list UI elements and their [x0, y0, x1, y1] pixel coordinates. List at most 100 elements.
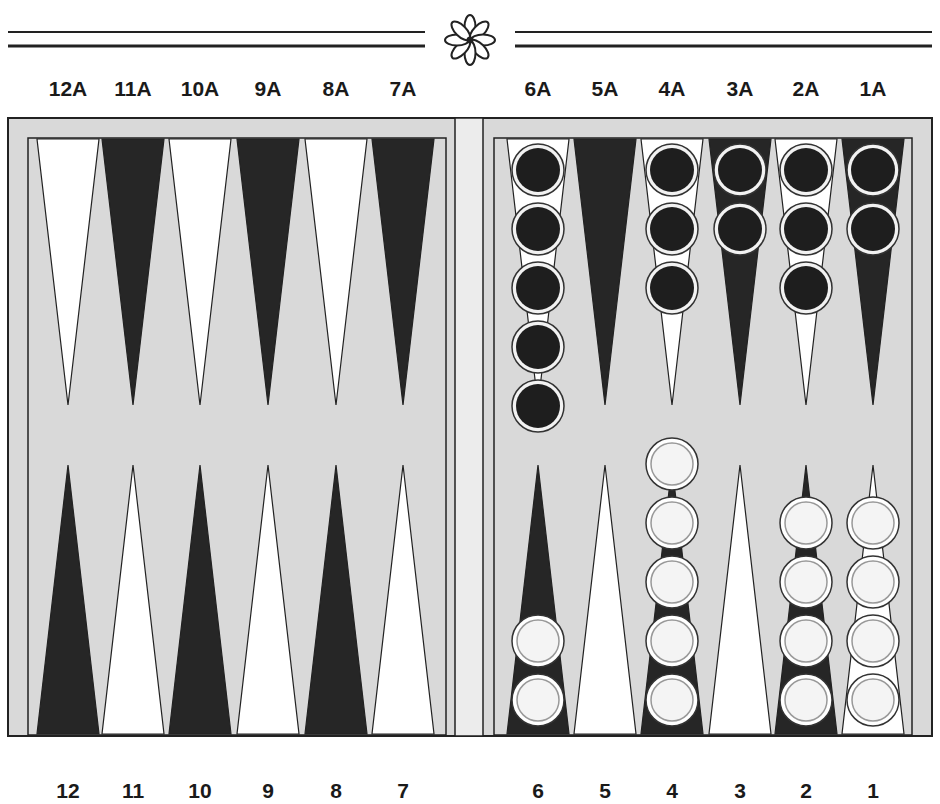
- light-checker: [646, 438, 698, 490]
- dark-checker-face: [784, 207, 828, 251]
- board-frame: [8, 118, 932, 736]
- dark-checker-face: [650, 207, 694, 251]
- dark-checker: [512, 144, 564, 196]
- light-checker-face: [517, 679, 559, 721]
- light-checker-face: [785, 502, 827, 544]
- dark-checker-face: [718, 148, 762, 192]
- dark-checker: [780, 203, 832, 255]
- light-checker: [646, 615, 698, 667]
- light-checker-face: [651, 502, 693, 544]
- light-checker-face: [852, 502, 894, 544]
- light-checker: [512, 615, 564, 667]
- point-number: 10A: [181, 78, 220, 99]
- light-checker: [512, 674, 564, 726]
- flower-petal: [448, 18, 473, 43]
- point-triangle: [305, 465, 367, 734]
- dark-checker-face: [516, 266, 560, 310]
- light-checker-face: [651, 679, 693, 721]
- dark-checker-face: [851, 148, 895, 192]
- light-checker-face: [517, 620, 559, 662]
- light-checker-face: [785, 561, 827, 603]
- point-triangle: [102, 139, 164, 405]
- point-triangle: [775, 139, 837, 405]
- flower-ornament: [445, 15, 495, 65]
- point-number: 1A: [860, 78, 887, 99]
- point-number: 8A: [323, 78, 350, 99]
- point-triangle: [641, 465, 703, 734]
- dark-checker: [780, 144, 832, 196]
- point-number: 12A: [49, 78, 88, 99]
- dark-checker-face: [516, 325, 560, 369]
- point-number: 4A: [659, 78, 686, 99]
- dark-checker-face: [516, 207, 560, 251]
- right-field: [494, 138, 912, 735]
- point-number: 11A: [114, 78, 151, 99]
- point-triangle: [37, 139, 99, 405]
- dark-checker: [780, 262, 832, 314]
- light-checker: [780, 615, 832, 667]
- point-number: 2A: [793, 78, 820, 99]
- point-number: 6A: [525, 78, 552, 99]
- dark-checker: [512, 380, 564, 432]
- light-checker: [847, 674, 899, 726]
- point-triangle: [507, 139, 569, 405]
- light-checker: [780, 674, 832, 726]
- light-checker-face: [852, 561, 894, 603]
- point-triangle: [169, 139, 231, 405]
- dark-checker: [714, 203, 766, 255]
- flower-center: [467, 37, 474, 44]
- light-checker: [780, 556, 832, 608]
- dark-checker: [646, 144, 698, 196]
- light-checker: [847, 497, 899, 549]
- dark-checker: [847, 203, 899, 255]
- point-triangle: [842, 139, 904, 405]
- point-number: 11: [122, 780, 144, 801]
- point-triangle: [709, 139, 771, 405]
- point-triangle: [507, 465, 569, 734]
- point-number: 5: [599, 780, 611, 801]
- point-triangle: [574, 465, 636, 734]
- point-number: 1: [867, 780, 879, 801]
- light-checker-face: [651, 620, 693, 662]
- dark-checker: [847, 144, 899, 196]
- left-field: [28, 138, 446, 735]
- point-number: 5A: [592, 78, 619, 99]
- point-triangle: [237, 465, 299, 734]
- light-checker-face: [785, 620, 827, 662]
- light-checker: [646, 674, 698, 726]
- point-triangle: [775, 465, 837, 734]
- dark-checker-face: [516, 148, 560, 192]
- header-rule: [8, 45, 425, 48]
- dark-checker-face: [650, 266, 694, 310]
- dark-checker: [714, 144, 766, 196]
- light-checker: [847, 615, 899, 667]
- point-number: 10: [188, 780, 211, 801]
- dark-checker: [512, 321, 564, 373]
- point-triangle: [372, 465, 434, 734]
- point-triangle: [37, 465, 99, 734]
- light-checker: [646, 497, 698, 549]
- point-triangle: [574, 139, 636, 405]
- point-number: 12: [56, 780, 79, 801]
- light-checker-face: [651, 561, 693, 603]
- point-number: 7: [397, 780, 409, 801]
- point-triangle: [169, 465, 231, 734]
- dark-checker-face: [516, 384, 560, 428]
- point-number: 9: [262, 780, 274, 801]
- point-triangle: [305, 139, 367, 405]
- light-checker-face: [651, 443, 693, 485]
- dark-checker: [512, 203, 564, 255]
- dark-checker: [512, 262, 564, 314]
- point-number: 3A: [727, 78, 754, 99]
- point-number: 8: [330, 780, 342, 801]
- light-checker-face: [785, 679, 827, 721]
- point-number: 6: [532, 780, 544, 801]
- light-checker: [847, 556, 899, 608]
- dark-checker-face: [718, 207, 762, 251]
- dark-checker: [646, 262, 698, 314]
- point-number: 9A: [255, 78, 282, 99]
- point-triangle: [237, 139, 299, 405]
- point-triangle: [709, 465, 771, 734]
